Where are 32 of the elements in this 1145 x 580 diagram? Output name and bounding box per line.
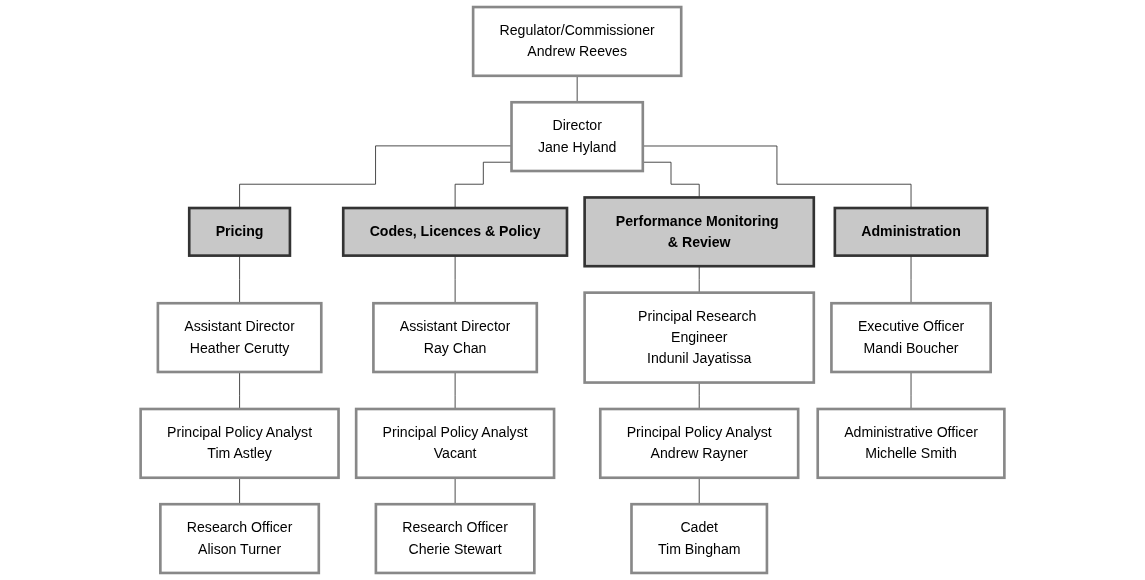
connector bbox=[454, 255, 456, 304]
node-box: Performance Monitoring & Review bbox=[583, 196, 816, 268]
connector bbox=[239, 255, 240, 304]
connector bbox=[454, 371, 456, 410]
node-box: Principal Policy Analyst Tim Astley bbox=[139, 407, 340, 480]
node-box: Principal Policy Analyst Andrew Rayner bbox=[598, 407, 800, 480]
node-box: Principal Policy Analyst Vacant bbox=[354, 407, 556, 480]
connector bbox=[910, 255, 912, 304]
node-box: Executive Officer Mandi Boucher bbox=[830, 301, 992, 374]
node-box: Administration bbox=[833, 206, 989, 257]
node-box: Pricing bbox=[187, 206, 292, 257]
connector bbox=[454, 477, 456, 505]
connector bbox=[698, 382, 700, 410]
node-box: Director Jane Hyland bbox=[510, 100, 645, 173]
node-box: Assistant Director Ray Chan bbox=[372, 301, 539, 374]
connector bbox=[642, 161, 700, 198]
node-box: Codes, Licences & Policy bbox=[341, 206, 569, 257]
connector bbox=[576, 75, 578, 103]
connector bbox=[910, 371, 912, 410]
connector bbox=[239, 371, 240, 410]
connector bbox=[642, 145, 912, 209]
connector bbox=[454, 161, 512, 209]
node-box: Research Officer Alison Turner bbox=[159, 502, 321, 575]
node-box: Assistant Director Heather Cerutty bbox=[156, 301, 323, 374]
node-box: Research Officer Cherie Stewart bbox=[374, 502, 536, 575]
node-box: Administrative Officer Michelle Smith bbox=[816, 407, 1006, 480]
node-box: Cadet Tim Bingham bbox=[630, 502, 769, 575]
node-box: Principal Research Engineer Indunil Jayatissa bbox=[583, 291, 816, 384]
connector bbox=[239, 145, 512, 209]
node-box: Regulator/Commissioner Andrew Reeves bbox=[471, 5, 683, 78]
connector bbox=[239, 477, 240, 505]
connector bbox=[698, 477, 700, 505]
